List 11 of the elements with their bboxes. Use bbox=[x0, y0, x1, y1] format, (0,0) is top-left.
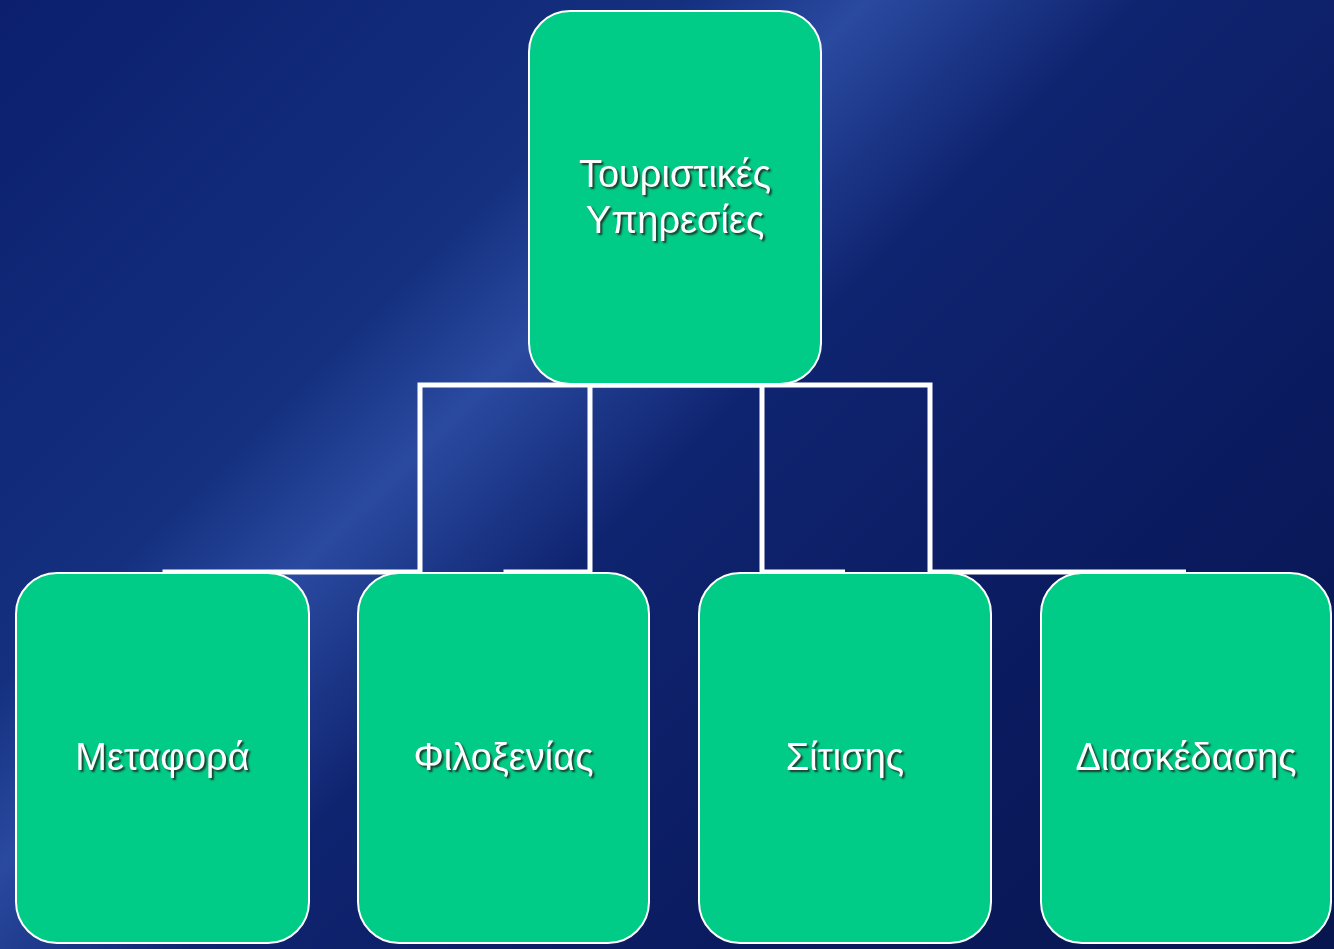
connector-line bbox=[675, 382, 1186, 575]
rounded-box bbox=[528, 10, 822, 385]
rounded-box bbox=[1040, 572, 1332, 944]
node-label: Διασκέδασης bbox=[1075, 735, 1297, 781]
node-label: Φιλοξενίας bbox=[413, 735, 594, 781]
rounded-box bbox=[357, 572, 650, 944]
rounded-box bbox=[698, 572, 992, 944]
node-label: Τουριστικές Υπηρεσίες bbox=[577, 151, 773, 243]
node-label: Μεταφορά bbox=[75, 735, 250, 781]
node-label: Σίτισης bbox=[785, 735, 905, 781]
rounded-box bbox=[15, 572, 310, 944]
